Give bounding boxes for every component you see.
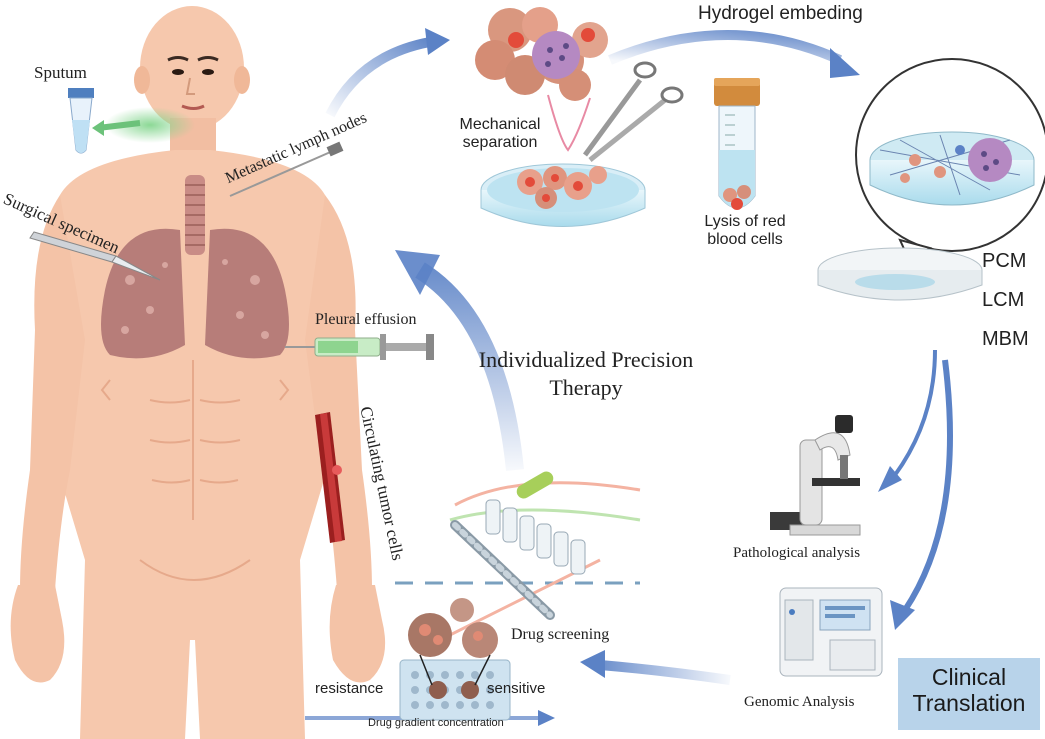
label-sputum: Sputum bbox=[34, 63, 87, 82]
syringe bbox=[285, 334, 434, 360]
scalpel bbox=[29, 231, 161, 281]
label-genomic-analysis: Genomic Analysis bbox=[744, 694, 855, 710]
needle bbox=[229, 141, 344, 197]
centrifuge-tube bbox=[714, 78, 760, 210]
tissue-cluster bbox=[475, 7, 608, 101]
sputum-tube bbox=[68, 88, 195, 154]
blood-vessel bbox=[315, 412, 345, 543]
label-mechanical-line-2: separation bbox=[462, 133, 538, 151]
human-body bbox=[10, 6, 386, 739]
label-sensitive: sensitive bbox=[487, 680, 546, 697]
label-hydrogel-embeding: Hydrogel embeding bbox=[698, 3, 863, 24]
label-drug-gradient-concentration: Drug gradient concentration bbox=[368, 717, 504, 729]
label-pleural-effusion: Pleural effusion bbox=[315, 311, 417, 328]
label-mechanical-line-1: Mechanical bbox=[459, 116, 541, 133]
scissors bbox=[582, 61, 684, 162]
label-therapy-line-2: Therapy bbox=[549, 374, 623, 400]
sequencer bbox=[779, 587, 883, 677]
label-mechanical-separation: Mechanical separation bbox=[452, 116, 548, 151]
label-clinical-line-1: Clinical bbox=[931, 664, 1007, 690]
hydrogel-magnifier bbox=[855, 58, 1045, 264]
label-individualized-precision-therapy: Individualized Precision Therapy bbox=[456, 346, 716, 401]
label-pcm: PCM bbox=[982, 250, 1027, 272]
label-lysis-line-2: blood cells bbox=[707, 230, 783, 248]
trachea bbox=[185, 175, 205, 255]
hydrogel-dish bbox=[817, 247, 983, 301]
label-clinical-translation: Clinical Translation bbox=[898, 658, 1040, 717]
microscope bbox=[770, 415, 861, 536]
label-therapy-line-1: Individualized Precision bbox=[478, 347, 694, 372]
label-lysis-red-blood-cells: Lysis of red blood cells bbox=[695, 213, 795, 248]
head bbox=[140, 6, 244, 130]
organoid-cells bbox=[399, 598, 511, 721]
label-mbm: MBM bbox=[982, 328, 1029, 350]
drug-screening-tubes bbox=[439, 471, 641, 642]
label-pathological-analysis: Pathological analysis bbox=[733, 545, 861, 561]
petri-dish-mechanical bbox=[480, 163, 646, 227]
label-lysis-line-1: Lysis of red bbox=[704, 213, 786, 230]
clinical-translation-box: Clinical Translation bbox=[898, 658, 1040, 730]
label-resistance: resistance bbox=[315, 680, 384, 697]
label-clinical-line-2: Translation bbox=[912, 690, 1026, 717]
label-drug-screening: Drug screening bbox=[511, 626, 610, 643]
label-lcm: LCM bbox=[982, 289, 1025, 311]
